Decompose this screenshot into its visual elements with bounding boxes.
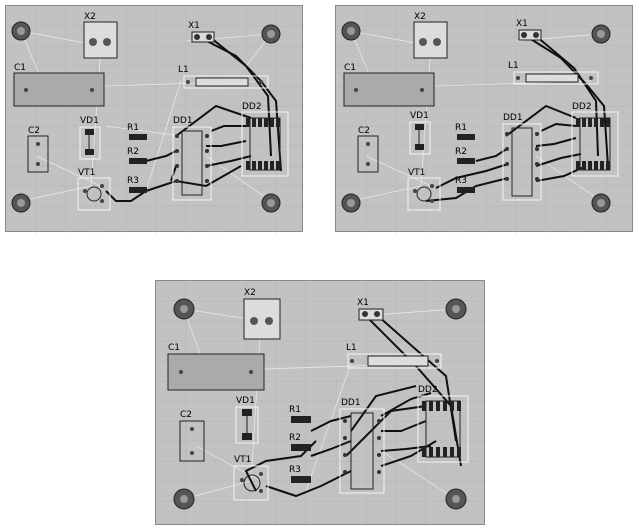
label-x2: X2	[414, 12, 426, 22]
component-x2[interactable]: X2	[413, 12, 448, 59]
label-vd1: VD1	[236, 396, 255, 406]
label-r1: R1	[455, 123, 467, 133]
label-c1: C1	[168, 343, 180, 353]
component-dd2[interactable]: DD2	[417, 385, 469, 463]
component-c1[interactable]: C1	[167, 343, 265, 391]
component-r3[interactable]: R3	[289, 465, 311, 483]
component-r2[interactable]: R2	[289, 433, 311, 451]
component-x2[interactable]: X2	[83, 12, 118, 59]
label-x2: X2	[244, 288, 256, 298]
component-x1[interactable]: X1	[516, 19, 542, 41]
label-x2: X2	[84, 12, 96, 22]
label-r3: R3	[127, 176, 139, 186]
label-dd1: DD1	[341, 398, 361, 408]
component-x1[interactable]: X1	[188, 21, 215, 43]
label-x1: X1	[188, 21, 200, 31]
label-r3: R3	[455, 176, 467, 186]
label-r2: R2	[289, 433, 301, 443]
component-l1[interactable]: L1	[178, 65, 269, 89]
component-vd1[interactable]: VD1	[409, 111, 431, 155]
pcb-layout-3: X2 X1 C1 L1 C2 VD1	[156, 281, 486, 526]
label-dd1: DD1	[503, 113, 523, 123]
label-x1: X1	[357, 298, 369, 308]
label-vt1: VT1	[234, 455, 251, 465]
component-l1[interactable]: L1	[346, 343, 442, 369]
component-vt1[interactable]: VT1	[77, 168, 111, 211]
label-c2: C2	[358, 126, 370, 136]
label-vd1: VD1	[410, 111, 429, 121]
label-dd1: DD1	[173, 116, 193, 126]
component-r1[interactable]: R1	[289, 405, 311, 423]
label-dd2: DD2	[418, 385, 438, 395]
component-r2[interactable]: R2	[127, 147, 147, 164]
component-dd1[interactable]: DD1	[339, 398, 385, 494]
pcb-board-view-3[interactable]: X2 X1 C1 L1 C2 VD1	[155, 280, 486, 526]
label-l1: L1	[178, 65, 189, 75]
pcb-board-view-1[interactable]: X2 X1 C1 L1 C2 VD1	[5, 5, 304, 233]
ratsnest-lines	[183, 308, 457, 500]
label-r1: R1	[127, 123, 139, 133]
component-dd2[interactable]: DD2	[241, 102, 289, 177]
mounting-holes	[341, 21, 611, 213]
component-c2[interactable]: C2	[179, 410, 205, 462]
component-x2[interactable]: X2	[243, 288, 281, 340]
label-vt1: VT1	[408, 168, 425, 178]
label-c2: C2	[180, 410, 192, 420]
label-c2: C2	[28, 126, 40, 136]
component-r2[interactable]: R2	[455, 147, 475, 164]
component-r1[interactable]: R1	[127, 123, 147, 140]
label-c1: C1	[344, 63, 356, 73]
label-r2: R2	[455, 147, 467, 157]
label-r1: R1	[289, 405, 301, 415]
label-vt1: VT1	[78, 168, 95, 178]
copper-traces	[244, 315, 462, 498]
component-c2[interactable]: C2	[27, 126, 49, 173]
component-l1[interactable]: L1	[508, 61, 599, 85]
label-l1: L1	[508, 61, 519, 71]
label-x1: X1	[516, 19, 528, 29]
component-c1[interactable]: C1	[13, 63, 105, 107]
label-dd2: DD2	[242, 102, 262, 112]
component-vd1[interactable]: VD1	[79, 116, 101, 160]
component-x1[interactable]: X1	[357, 298, 384, 321]
label-c1: C1	[14, 63, 26, 73]
component-r1[interactable]: R1	[455, 123, 475, 140]
component-dd1[interactable]: DD1	[172, 116, 212, 201]
label-vd1: VD1	[80, 116, 99, 126]
component-dd2[interactable]: DD2	[571, 102, 619, 177]
label-r3: R3	[289, 465, 301, 475]
component-r3[interactable]: R3	[127, 176, 147, 193]
component-r3[interactable]: R3	[455, 176, 475, 193]
component-vt1[interactable]: VT1	[233, 455, 269, 501]
pcb-layout-2: X2 X1 C1 L1 C2 VD1	[336, 6, 634, 233]
component-vd1[interactable]: VD1	[235, 396, 259, 444]
pcb-layout-1: X2 X1 C1 L1 C2 VD1	[6, 6, 304, 233]
label-r2: R2	[127, 147, 139, 157]
label-dd2: DD2	[572, 102, 592, 112]
mounting-holes	[11, 21, 281, 213]
pcb-board-view-2[interactable]: X2 X1 C1 L1 C2 VD1	[335, 5, 634, 233]
component-dd1[interactable]: DD1	[502, 113, 542, 201]
component-c1[interactable]: C1	[343, 63, 435, 107]
component-vt1[interactable]: VT1	[407, 168, 441, 211]
component-c2[interactable]: C2	[357, 126, 379, 173]
mounting-holes	[173, 298, 467, 510]
label-l1: L1	[346, 343, 357, 353]
